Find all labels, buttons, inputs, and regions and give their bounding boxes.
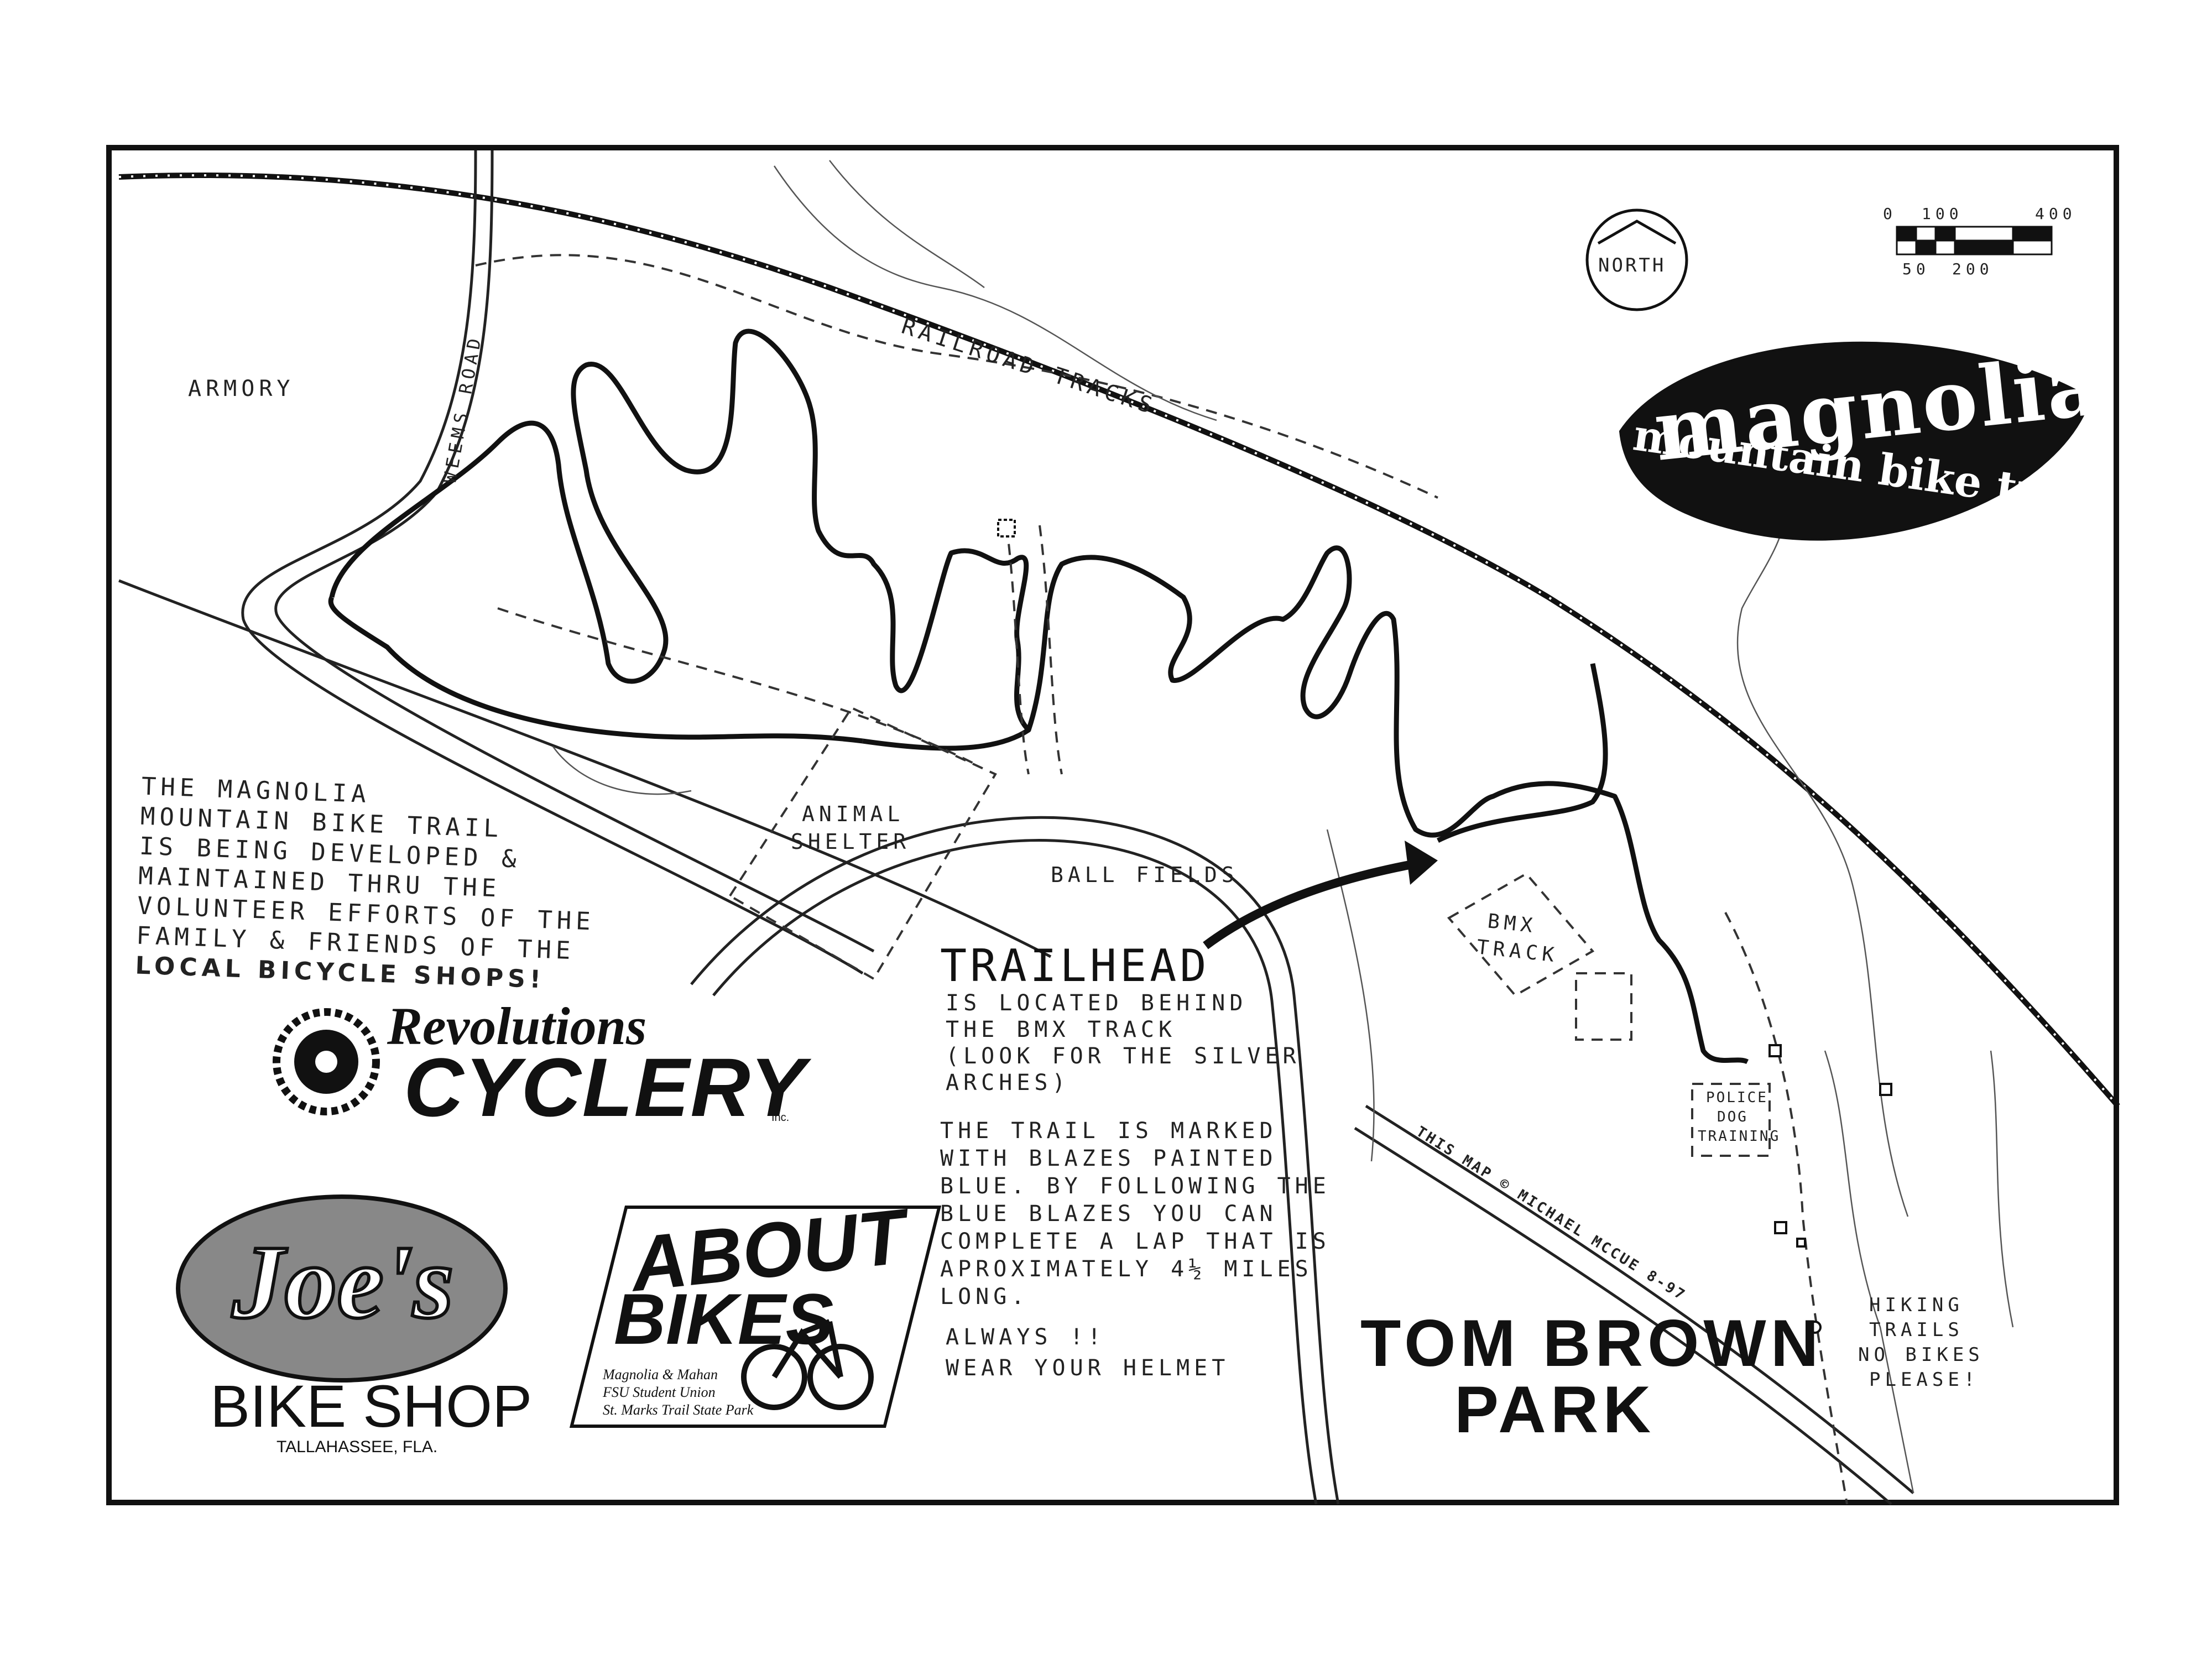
scale-tick-200: 200 [1952, 260, 1994, 278]
helmet-line: ALWAYS !! [946, 1324, 1105, 1350]
joes-shop-label: BIKE SHOP [210, 1373, 533, 1439]
trail-line: LONG. [940, 1284, 1029, 1310]
bicycle-icon [741, 1319, 874, 1410]
joes-name: Joe's [230, 1223, 455, 1342]
magnolia-leaf [1619, 341, 2092, 541]
joes-city: TALLAHASSEE, FLA. [276, 1438, 438, 1456]
weems-road [118, 150, 1052, 975]
contour-lines [552, 160, 2014, 1494]
trail-line: BLUE. BY FOLLOWING THE [940, 1173, 1331, 1199]
trailhead-line: ARCHES) [946, 1070, 1070, 1095]
scale-bar [1896, 226, 2053, 255]
label-police-3: TRAINING [1698, 1128, 1781, 1145]
trailhead-arrow [1203, 841, 1438, 950]
trail-line: BLUE BLAZES YOU CAN [940, 1201, 1277, 1227]
label-ball-fields: BALL FIELDS [1051, 863, 1239, 887]
trailhead-line: THE BMX TRACK [946, 1017, 1177, 1042]
joes-logo-oval [176, 1194, 508, 1383]
label-armory: ARMORY [188, 376, 295, 401]
label-police-2: DOG [1717, 1109, 1748, 1125]
label-police-1: POLICE [1706, 1089, 1768, 1106]
revolutions-gear-icon [273, 1008, 380, 1115]
trailhead-note: IS LOCATED BEHIND THE BMX TRACK (LOOK FO… [946, 990, 1301, 1096]
about-bikes-line2: BIKES [614, 1279, 834, 1359]
label-hiking-3: NO BIKES [1858, 1344, 1984, 1366]
cyclery-text: CYCLERY [404, 1041, 807, 1134]
revolutions-cyclery-logo: Revolutions [387, 995, 646, 1057]
trail-note: THE TRAIL IS MARKED WITH BLAZES PAINTED … [940, 1117, 1331, 1311]
trailhead-heading: TRAILHEAD [940, 940, 1210, 992]
cyclery-inc: Inc. [771, 1112, 790, 1124]
helmet-note: ALWAYS !! WEAR YOUR HELMET [946, 1322, 1229, 1384]
building-markers [997, 519, 1892, 1334]
intro-note: THE MAGNOLIA MOUNTAIN BIKE TRAIL IS BEIN… [135, 772, 599, 997]
compass-label: NORTH [1598, 254, 1666, 276]
park-name-line1: TOM BROWN [1360, 1306, 1823, 1380]
north-compass [1585, 208, 1688, 311]
railroad-tracks [118, 172, 2120, 1108]
trail-line: COMPLETE A LAP THAT IS [940, 1229, 1331, 1254]
label-hiking-2: TRAILS [1869, 1319, 1964, 1341]
about-bikes-location: FSU Student Union [603, 1384, 716, 1400]
label-animal-shelter-1: ANIMAL [802, 802, 905, 826]
park-name-line2: PARK [1454, 1373, 1656, 1447]
scale-tick-0: 0 [1883, 205, 1897, 223]
helmet-line: WEAR YOUR HELMET [946, 1355, 1230, 1381]
trail-line: APROXIMATELY 4½ MILES [940, 1256, 1313, 1282]
label-hiking-4: PLEASE! [1869, 1369, 1980, 1391]
trailhead-line: IS LOCATED BEHIND [946, 990, 1248, 1016]
label-hiking-1: HIKING [1869, 1294, 1964, 1316]
trail-line: WITH BLAZES PAINTED [940, 1146, 1277, 1171]
scale-tick-50: 50 [1902, 260, 1930, 278]
trailhead-line: (LOOK FOR THE SILVER [946, 1044, 1301, 1069]
scale-tick-100: 100 [1922, 205, 1963, 223]
about-bikes-location: St. Marks Trail State Park [603, 1402, 754, 1418]
label-animal-shelter-2: SHELTER [791, 830, 911, 854]
revolutions-text: Revolutions [387, 997, 647, 1056]
ball-fields-road [690, 816, 1340, 1505]
mountain-bike-trail [328, 328, 1749, 1065]
about-bikes-locations: Magnolia & Mahan FSU Student Union St. M… [603, 1366, 753, 1419]
trail-line: THE TRAIL IS MARKED [940, 1118, 1277, 1144]
dashed-trails [475, 254, 1848, 1505]
scale-tick-400: 400 [2035, 205, 2077, 223]
about-bikes-location: Magnolia & Mahan [603, 1366, 718, 1383]
